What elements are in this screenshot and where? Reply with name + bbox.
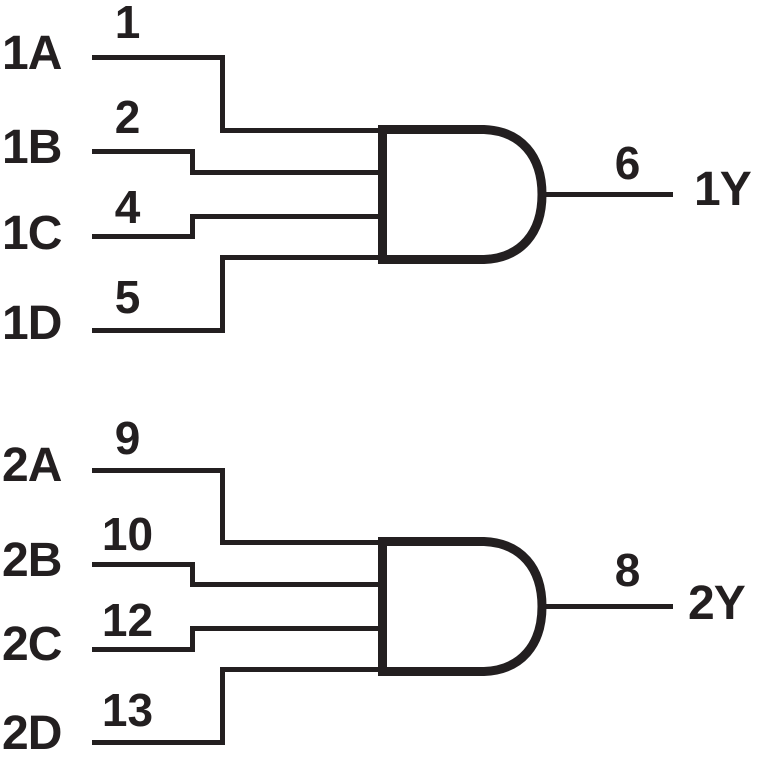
input-label-1d: 1D	[2, 297, 62, 350]
wire-input-2d	[92, 667, 380, 745]
input-label-1c: 1C	[2, 207, 62, 260]
input-label-1b: 1B	[2, 121, 62, 174]
wire-input-1c	[92, 214, 380, 239]
input-label-2b: 2B	[2, 534, 62, 587]
input-label-1a: 1A	[2, 27, 62, 80]
pin-number-8: 8	[614, 544, 641, 596]
wire-input-2a	[92, 468, 380, 545]
pin-number-9: 9	[114, 412, 141, 464]
input-label-2a: 2A	[2, 439, 62, 492]
pin-number-6: 6	[614, 137, 641, 189]
pin-number-13: 13	[101, 684, 154, 736]
pin-number-1: 1	[114, 0, 141, 48]
pin-number-2: 2	[114, 91, 141, 143]
output-label-2y: 2Y	[688, 577, 746, 630]
and-gate-1-symbol	[378, 125, 547, 264]
input-label-2d: 2D	[2, 707, 62, 760]
wire-input-1a	[92, 55, 380, 133]
pin-number-12: 12	[101, 594, 154, 646]
pin-number-4: 4	[114, 181, 141, 233]
wire-input-1d	[92, 255, 380, 333]
wire-input-2b	[92, 562, 380, 587]
pin-number-10: 10	[101, 508, 154, 560]
output-label-1y: 1Y	[694, 163, 752, 216]
input-label-2c: 2C	[2, 618, 62, 671]
wire-input-2c	[92, 626, 380, 652]
wire-input-1b	[92, 149, 380, 175]
pin-number-5: 5	[114, 271, 141, 323]
and-gate-2-symbol	[378, 537, 547, 676]
